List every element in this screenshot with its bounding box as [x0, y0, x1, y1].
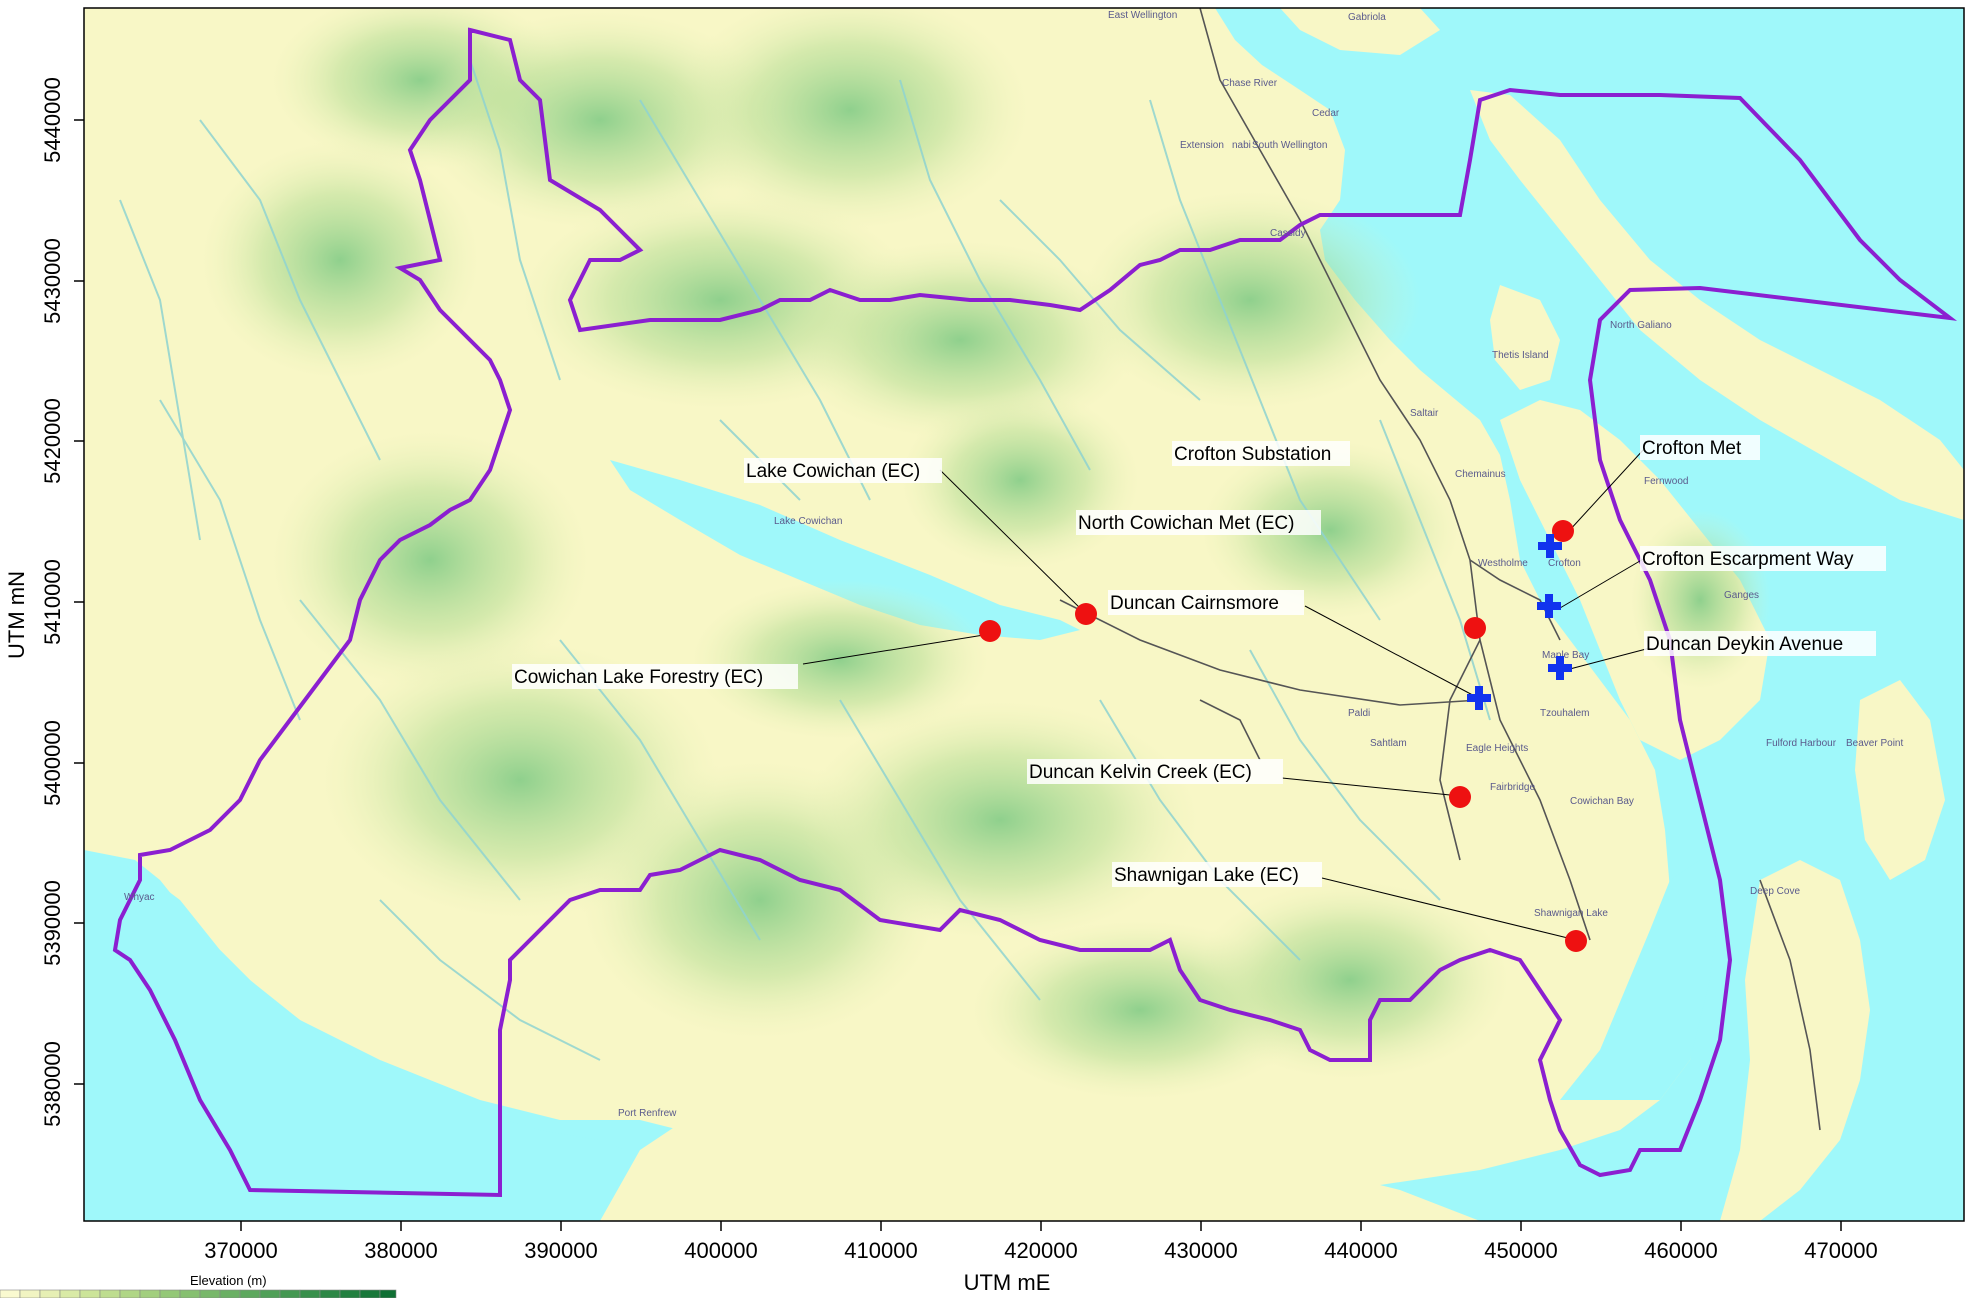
- label-crofton-substation: Crofton Substation: [1174, 444, 1331, 465]
- x-tick-470000: 470000: [1804, 1238, 1877, 1263]
- label-shawnigan-lake: Shawnigan Lake (EC): [1114, 865, 1299, 886]
- place-labels: East Wellington Gabriola Chase River Ced…: [124, 10, 1903, 1119]
- x-axis-title: UTM mE: [964, 1270, 1051, 1295]
- x-tick-370000: 370000: [204, 1238, 277, 1263]
- place-ganges: Ganges: [1724, 590, 1759, 601]
- place-thetis-island: Thetis Island: [1492, 350, 1549, 361]
- lake-cowichan-water: [610, 460, 1080, 640]
- label-duncan-deykin-avenue: Duncan Deykin Avenue: [1646, 634, 1843, 655]
- place-east-wellington: East Wellington: [1108, 10, 1177, 21]
- road-network: [1059, 8, 1821, 1131]
- x-tick-420000: 420000: [1004, 1238, 1077, 1263]
- place-shawnigan-lake: Shawnigan Lake: [1534, 908, 1608, 919]
- place-lake-cowichan: Lake Cowichan: [774, 516, 842, 527]
- place-eagle-heights: Eagle Heights: [1466, 743, 1528, 754]
- elevation-legend: Elevation (m): [0, 1273, 397, 1298]
- place-beaver-point: Beaver Point: [1846, 738, 1903, 749]
- label-duncan-cairnsmore: Duncan Cairnsmore: [1110, 593, 1279, 614]
- x-axis: [240, 1221, 1842, 1231]
- place-paldi: Paldi: [1348, 708, 1370, 719]
- saanich-inlet: [1560, 860, 1720, 1100]
- thetis-island: [1490, 285, 1560, 390]
- legend-title: Elevation (m): [190, 1273, 267, 1288]
- station-marker-crofton-substation: [1552, 520, 1574, 542]
- place-fernwood: Fernwood: [1644, 476, 1688, 487]
- saanich-peninsula: [1720, 860, 1870, 1221]
- east-mainland-islands: [1855, 680, 1945, 880]
- y-tick-5420000: 5420000: [40, 398, 65, 484]
- station-marker-crofton-met: [1538, 534, 1562, 558]
- x-tick-400000: 400000: [684, 1238, 757, 1263]
- place-tzouhalem: Tzouhalem: [1540, 708, 1589, 719]
- place-cassidy: Cassidy: [1270, 228, 1306, 239]
- study-area-boundary: [112, 27, 1958, 1198]
- station-marker-crofton-escarpment-way: [1537, 594, 1561, 618]
- leader-lines: [802, 447, 1651, 941]
- gabriola-island: [1280, 8, 1440, 55]
- x-tick-430000: 430000: [1164, 1238, 1237, 1263]
- place-cedar: Cedar: [1312, 108, 1340, 119]
- label-lake-cowichan: Lake Cowichan (EC): [746, 461, 920, 482]
- place-cowichan-bay: Cowichan Bay: [1570, 796, 1634, 807]
- place-crofton: Crofton: [1548, 558, 1581, 569]
- place-south-wellington: South Wellington: [1252, 140, 1327, 151]
- place-chase-river: Chase River: [1222, 78, 1278, 89]
- x-tick-440000: 440000: [1324, 1238, 1397, 1263]
- y-tick-5380000: 5380000: [40, 1041, 65, 1127]
- place-fulford-harbour: Fulford Harbour: [1766, 738, 1837, 749]
- legend-color-ramp: [0, 1289, 397, 1298]
- station-markers: [979, 520, 1587, 952]
- x-tick-390000: 390000: [524, 1238, 597, 1263]
- y-tick-5390000: 5390000: [40, 880, 65, 966]
- elevation-shading: [200, 8, 1770, 1100]
- label-crofton-escarpment-way: Crofton Escarpment Way: [1642, 549, 1854, 570]
- label-north-cowichan-met: North Cowichan Met (EC): [1078, 513, 1294, 534]
- label-crofton-met: Crofton Met: [1642, 438, 1742, 459]
- x-tick-380000: 380000: [364, 1238, 437, 1263]
- label-cowichan-lake-forestry: Cowichan Lake Forestry (EC): [514, 667, 763, 688]
- x-tick-460000: 460000: [1644, 1238, 1717, 1263]
- southwest-coast-land: [600, 1095, 1480, 1221]
- galiano-island: [1470, 90, 1964, 520]
- place-gabriola: Gabriola: [1348, 12, 1386, 23]
- x-tick-labels: 370000 380000 390000 400000 410000 42000…: [204, 1238, 1877, 1263]
- place-nabi: nabi: [1232, 140, 1251, 151]
- y-tick-5440000: 5440000: [40, 77, 65, 163]
- place-westholme: Westholme: [1478, 558, 1528, 569]
- y-axis-title: UTM mN: [4, 571, 29, 659]
- y-tick-5410000: 5410000: [40, 559, 65, 645]
- y-tick-5430000: 5430000: [40, 238, 65, 324]
- map-border: [83, 7, 1965, 1222]
- station-labels: Crofton Substation Crofton Met Lake Cowi…: [512, 435, 1886, 887]
- station-marker-lake-cowichan: [1075, 603, 1097, 625]
- place-maple-bay: Maple Bay: [1542, 650, 1589, 661]
- place-extension: Extension: [1180, 140, 1224, 151]
- place-fairbridge: Fairbridge: [1490, 782, 1535, 793]
- place-north-galiano: North Galiano: [1610, 320, 1672, 331]
- place-sahtlam: Sahtlam: [1370, 738, 1407, 749]
- station-marker-duncan-kelvin-creek: [1449, 786, 1471, 808]
- place-chemainus: Chemainus: [1455, 469, 1506, 480]
- station-marker-duncan-cairnsmore: [1467, 686, 1491, 710]
- west-coast-water: [84, 860, 700, 1221]
- y-tick-labels: 5440000 5430000 5420000 5410000 5400000 …: [40, 77, 65, 1127]
- x-tick-450000: 450000: [1484, 1238, 1557, 1263]
- map-frame: East Wellington Gabriola Chase River Ced…: [84, 8, 1964, 1221]
- place-deep-cove: Deep Cove: [1750, 886, 1800, 897]
- station-marker-cowichan-lake-forestry: [979, 620, 1001, 642]
- station-marker-duncan-deykin-avenue: [1548, 656, 1572, 680]
- label-duncan-kelvin-creek: Duncan Kelvin Creek (EC): [1029, 762, 1252, 783]
- station-marker-shawnigan-lake: [1565, 930, 1587, 952]
- station-marker-north-cowichan-met: [1464, 617, 1486, 639]
- y-tick-5400000: 5400000: [40, 720, 65, 806]
- y-axis: [74, 119, 84, 1085]
- x-tick-410000: 410000: [844, 1238, 917, 1263]
- place-whyac: Whyac: [124, 892, 155, 903]
- place-saltair: Saltair: [1410, 408, 1439, 419]
- place-port-renfrew: Port Renfrew: [618, 1108, 677, 1119]
